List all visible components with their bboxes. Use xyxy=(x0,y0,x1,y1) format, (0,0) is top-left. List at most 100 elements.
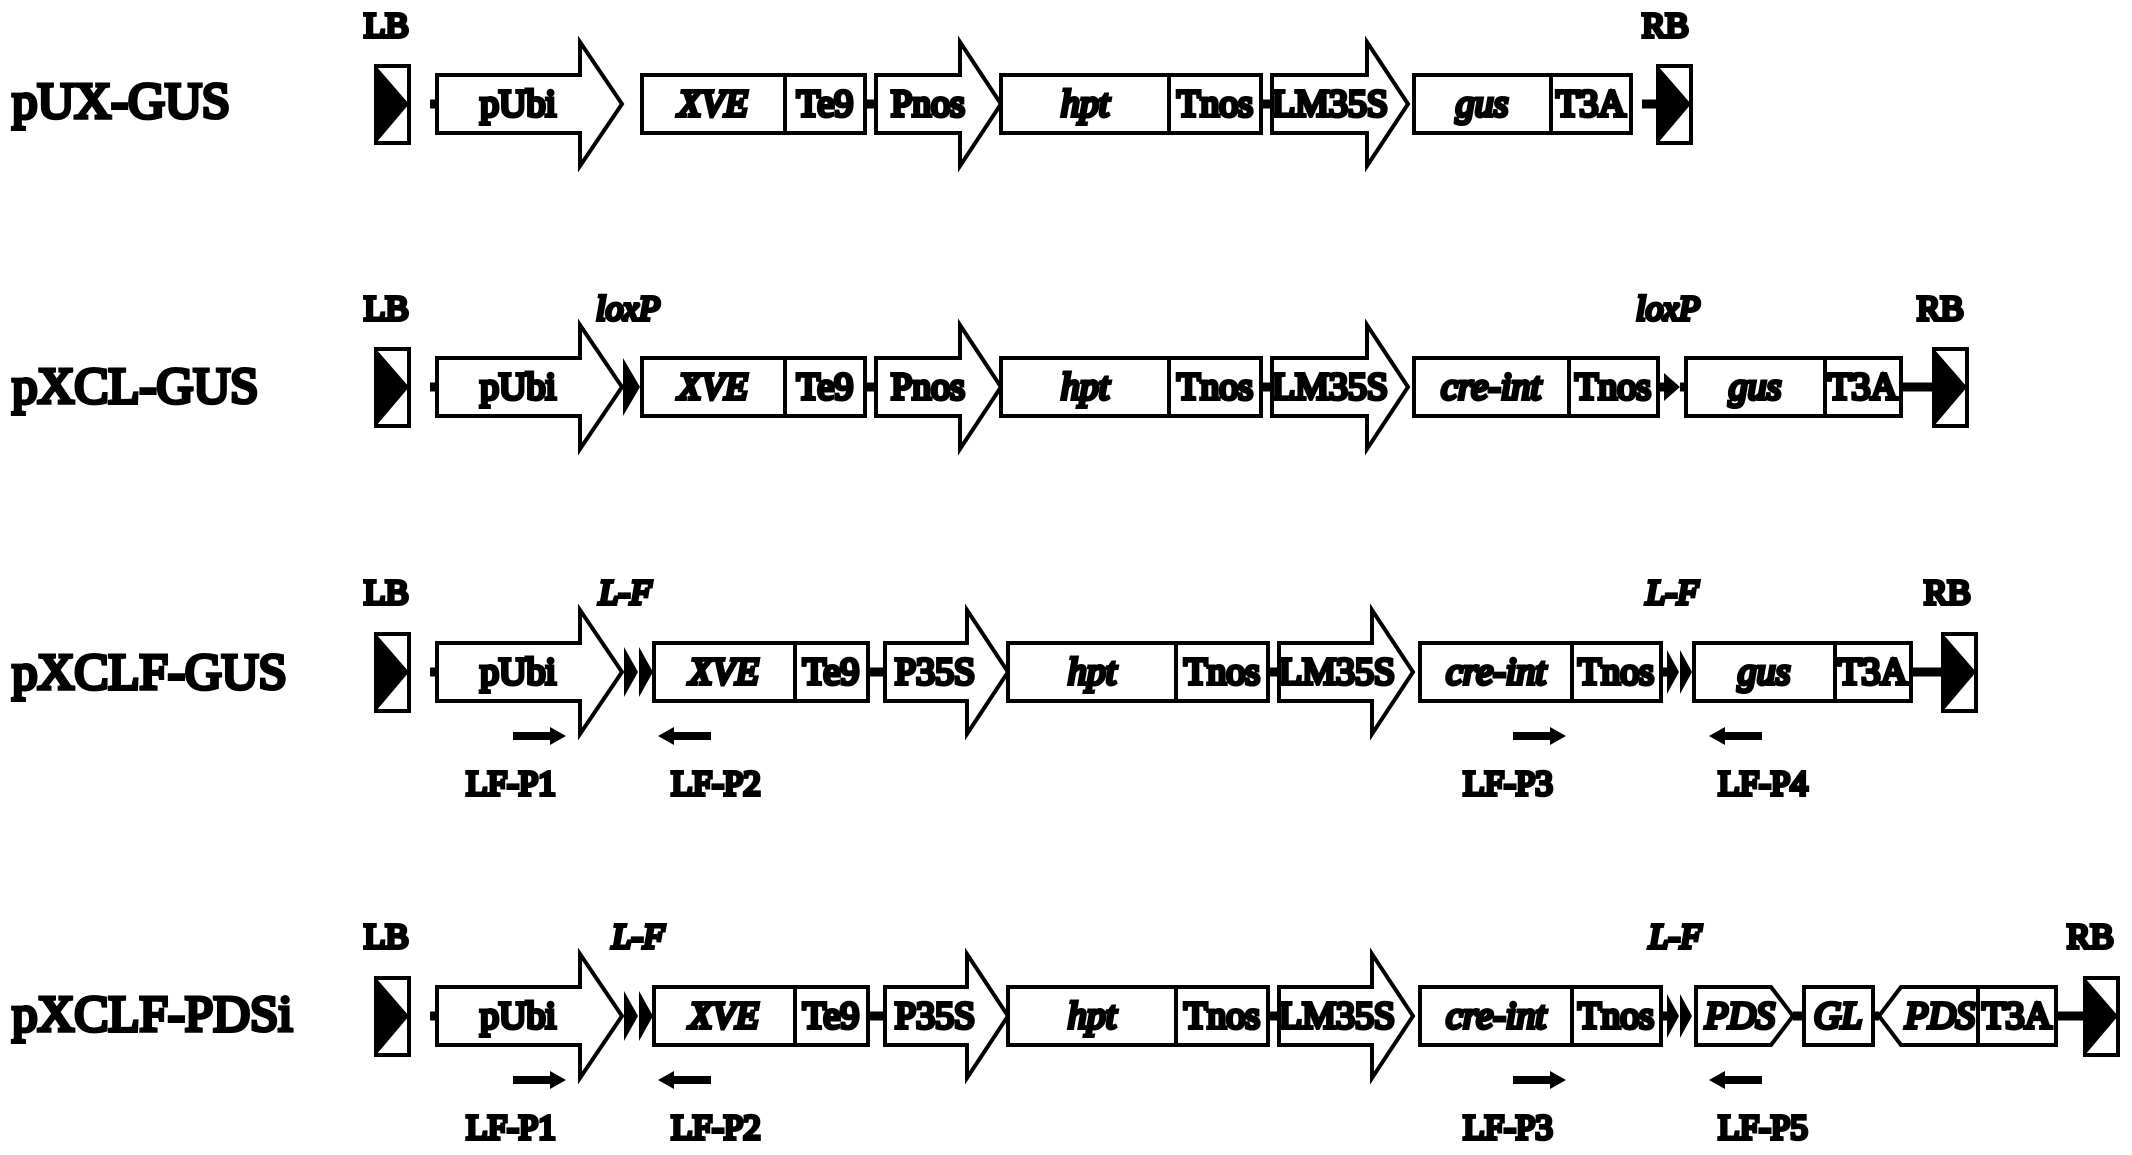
primer-label: LF-P1 xyxy=(466,764,555,803)
terminator-box xyxy=(783,356,867,418)
primer-label: LF-P2 xyxy=(671,1108,760,1147)
element-label: hpt xyxy=(1061,366,1111,408)
left-border-label: LB xyxy=(364,917,409,956)
primer-arrow-lf-p5 xyxy=(1709,1071,1762,1089)
right-border-marker xyxy=(1932,347,1969,428)
primer-arrow-lf-p3 xyxy=(1513,727,1566,745)
element-label: PDS xyxy=(1904,995,1975,1037)
element-label: cre-int xyxy=(1446,651,1547,693)
element-label: T3A xyxy=(1982,995,2052,1037)
element-label: hpt xyxy=(1068,651,1118,693)
right-border-label: RB xyxy=(1924,573,1971,612)
site-label-l-f: L-F xyxy=(598,573,652,612)
l-f-site-marker xyxy=(1667,650,1692,694)
site-label-loxp: loxP xyxy=(1636,289,1700,328)
primer-label: LF-P2 xyxy=(671,764,760,803)
right-border-label: RB xyxy=(1917,289,1964,328)
primer-arrow-lf-p2 xyxy=(658,1071,711,1089)
element-label: Tnos xyxy=(1575,366,1651,408)
element-label: Tnos xyxy=(1177,366,1253,408)
element-label: Tnos xyxy=(1578,995,1654,1037)
gene-box xyxy=(1418,985,1574,1047)
site-label-l-f: L-F xyxy=(1645,573,1699,612)
gene-box xyxy=(1412,356,1571,418)
element-label: Te9 xyxy=(803,651,859,693)
gene-box xyxy=(999,356,1171,418)
element-label: pUbi xyxy=(480,995,556,1037)
right-border-label: RB xyxy=(1642,6,1689,45)
element-label: Pnos xyxy=(891,83,965,125)
promoter-arrow xyxy=(435,35,625,173)
element-label: Tnos xyxy=(1578,651,1654,693)
l-f-site-marker xyxy=(624,991,653,1041)
gene-box xyxy=(640,356,787,418)
element-label: PDS xyxy=(1704,995,1775,1037)
promoter-arrow xyxy=(874,35,1004,173)
element-label: Tnos xyxy=(1177,83,1253,125)
element-label: Pnos xyxy=(891,366,965,408)
terminator-box xyxy=(1570,985,1663,1047)
element-label: gus xyxy=(1729,366,1782,408)
left-border-marker xyxy=(374,632,411,713)
element-label: Te9 xyxy=(797,366,853,408)
promoter-arrow xyxy=(1270,35,1411,173)
promoter-arrow xyxy=(883,947,1011,1085)
construct-row-pxclf-gus: pXCLF-GUS LB RB L-F L-F pUbi XVE xyxy=(10,571,1978,805)
element-label: GL xyxy=(1814,995,1863,1037)
gene-box xyxy=(1802,985,1875,1047)
promoter-arrow xyxy=(883,603,1011,741)
right-border-marker xyxy=(1656,64,1693,145)
primer-label: LF-P3 xyxy=(1463,1108,1552,1147)
element-label: LM35S xyxy=(1272,83,1388,125)
site-label-l-f: L-F xyxy=(611,917,665,956)
primer-label: LF-P3 xyxy=(1463,764,1552,803)
right-border-marker xyxy=(1941,632,1978,713)
loxp-site-marker xyxy=(623,358,640,416)
element-label: XVE xyxy=(676,366,748,408)
element-label: hpt xyxy=(1068,995,1118,1037)
primer-arrow-lf-p1 xyxy=(513,727,566,745)
site-label-loxp: loxP xyxy=(596,289,660,328)
terminator-box xyxy=(1167,356,1263,418)
element-label: gus xyxy=(1456,83,1509,125)
construct-name: pXCL-GUS xyxy=(12,359,259,415)
element-label: LM35S xyxy=(1279,995,1395,1037)
element-label: P35S xyxy=(895,995,975,1037)
promoter-arrow xyxy=(1277,603,1416,741)
element-label: Te9 xyxy=(803,995,859,1037)
element-label: Tnos xyxy=(1184,995,1260,1037)
construct-row-pxcl-gus: pXCL-GUS LB RB loxP loxP pUbi XVE Te9 xyxy=(10,287,1969,456)
right-border-label: RB xyxy=(2067,917,2114,956)
left-border-label: LB xyxy=(364,6,409,45)
site-label-l-f: L-F xyxy=(1648,917,1702,956)
left-border-label: LB xyxy=(364,289,409,328)
primer-label: LF-P5 xyxy=(1718,1108,1807,1147)
gene-box xyxy=(652,985,797,1047)
element-label: Te9 xyxy=(797,83,853,125)
primer-label: LF-P4 xyxy=(1718,764,1807,803)
primer-arrow-lf-p4 xyxy=(1709,727,1762,745)
l-f-site-marker xyxy=(1667,994,1692,1038)
element-label: T3A xyxy=(1828,366,1898,408)
promoter-arrow xyxy=(1277,947,1416,1085)
terminator-box xyxy=(1174,641,1270,703)
left-border-marker xyxy=(374,64,411,145)
element-label: LM35S xyxy=(1272,366,1388,408)
gene-box xyxy=(1006,641,1178,703)
left-border-label: LB xyxy=(364,573,409,612)
primer-arrow-lf-p1 xyxy=(513,1071,566,1089)
promoter-arrow xyxy=(874,318,1004,456)
element-label: pUbi xyxy=(480,651,556,693)
promoter-arrow xyxy=(435,603,625,741)
element-label: LM35S xyxy=(1279,651,1395,693)
element-label: gus xyxy=(1738,651,1791,693)
gene-box xyxy=(1684,356,1827,418)
left-border-marker xyxy=(374,976,411,1057)
element-label: P35S xyxy=(895,651,975,693)
terminator-box xyxy=(1567,356,1660,418)
construct-name: pUX-GUS xyxy=(12,74,230,130)
promoter-arrow xyxy=(435,947,625,1085)
sense-pds-arrow xyxy=(1694,985,1796,1047)
